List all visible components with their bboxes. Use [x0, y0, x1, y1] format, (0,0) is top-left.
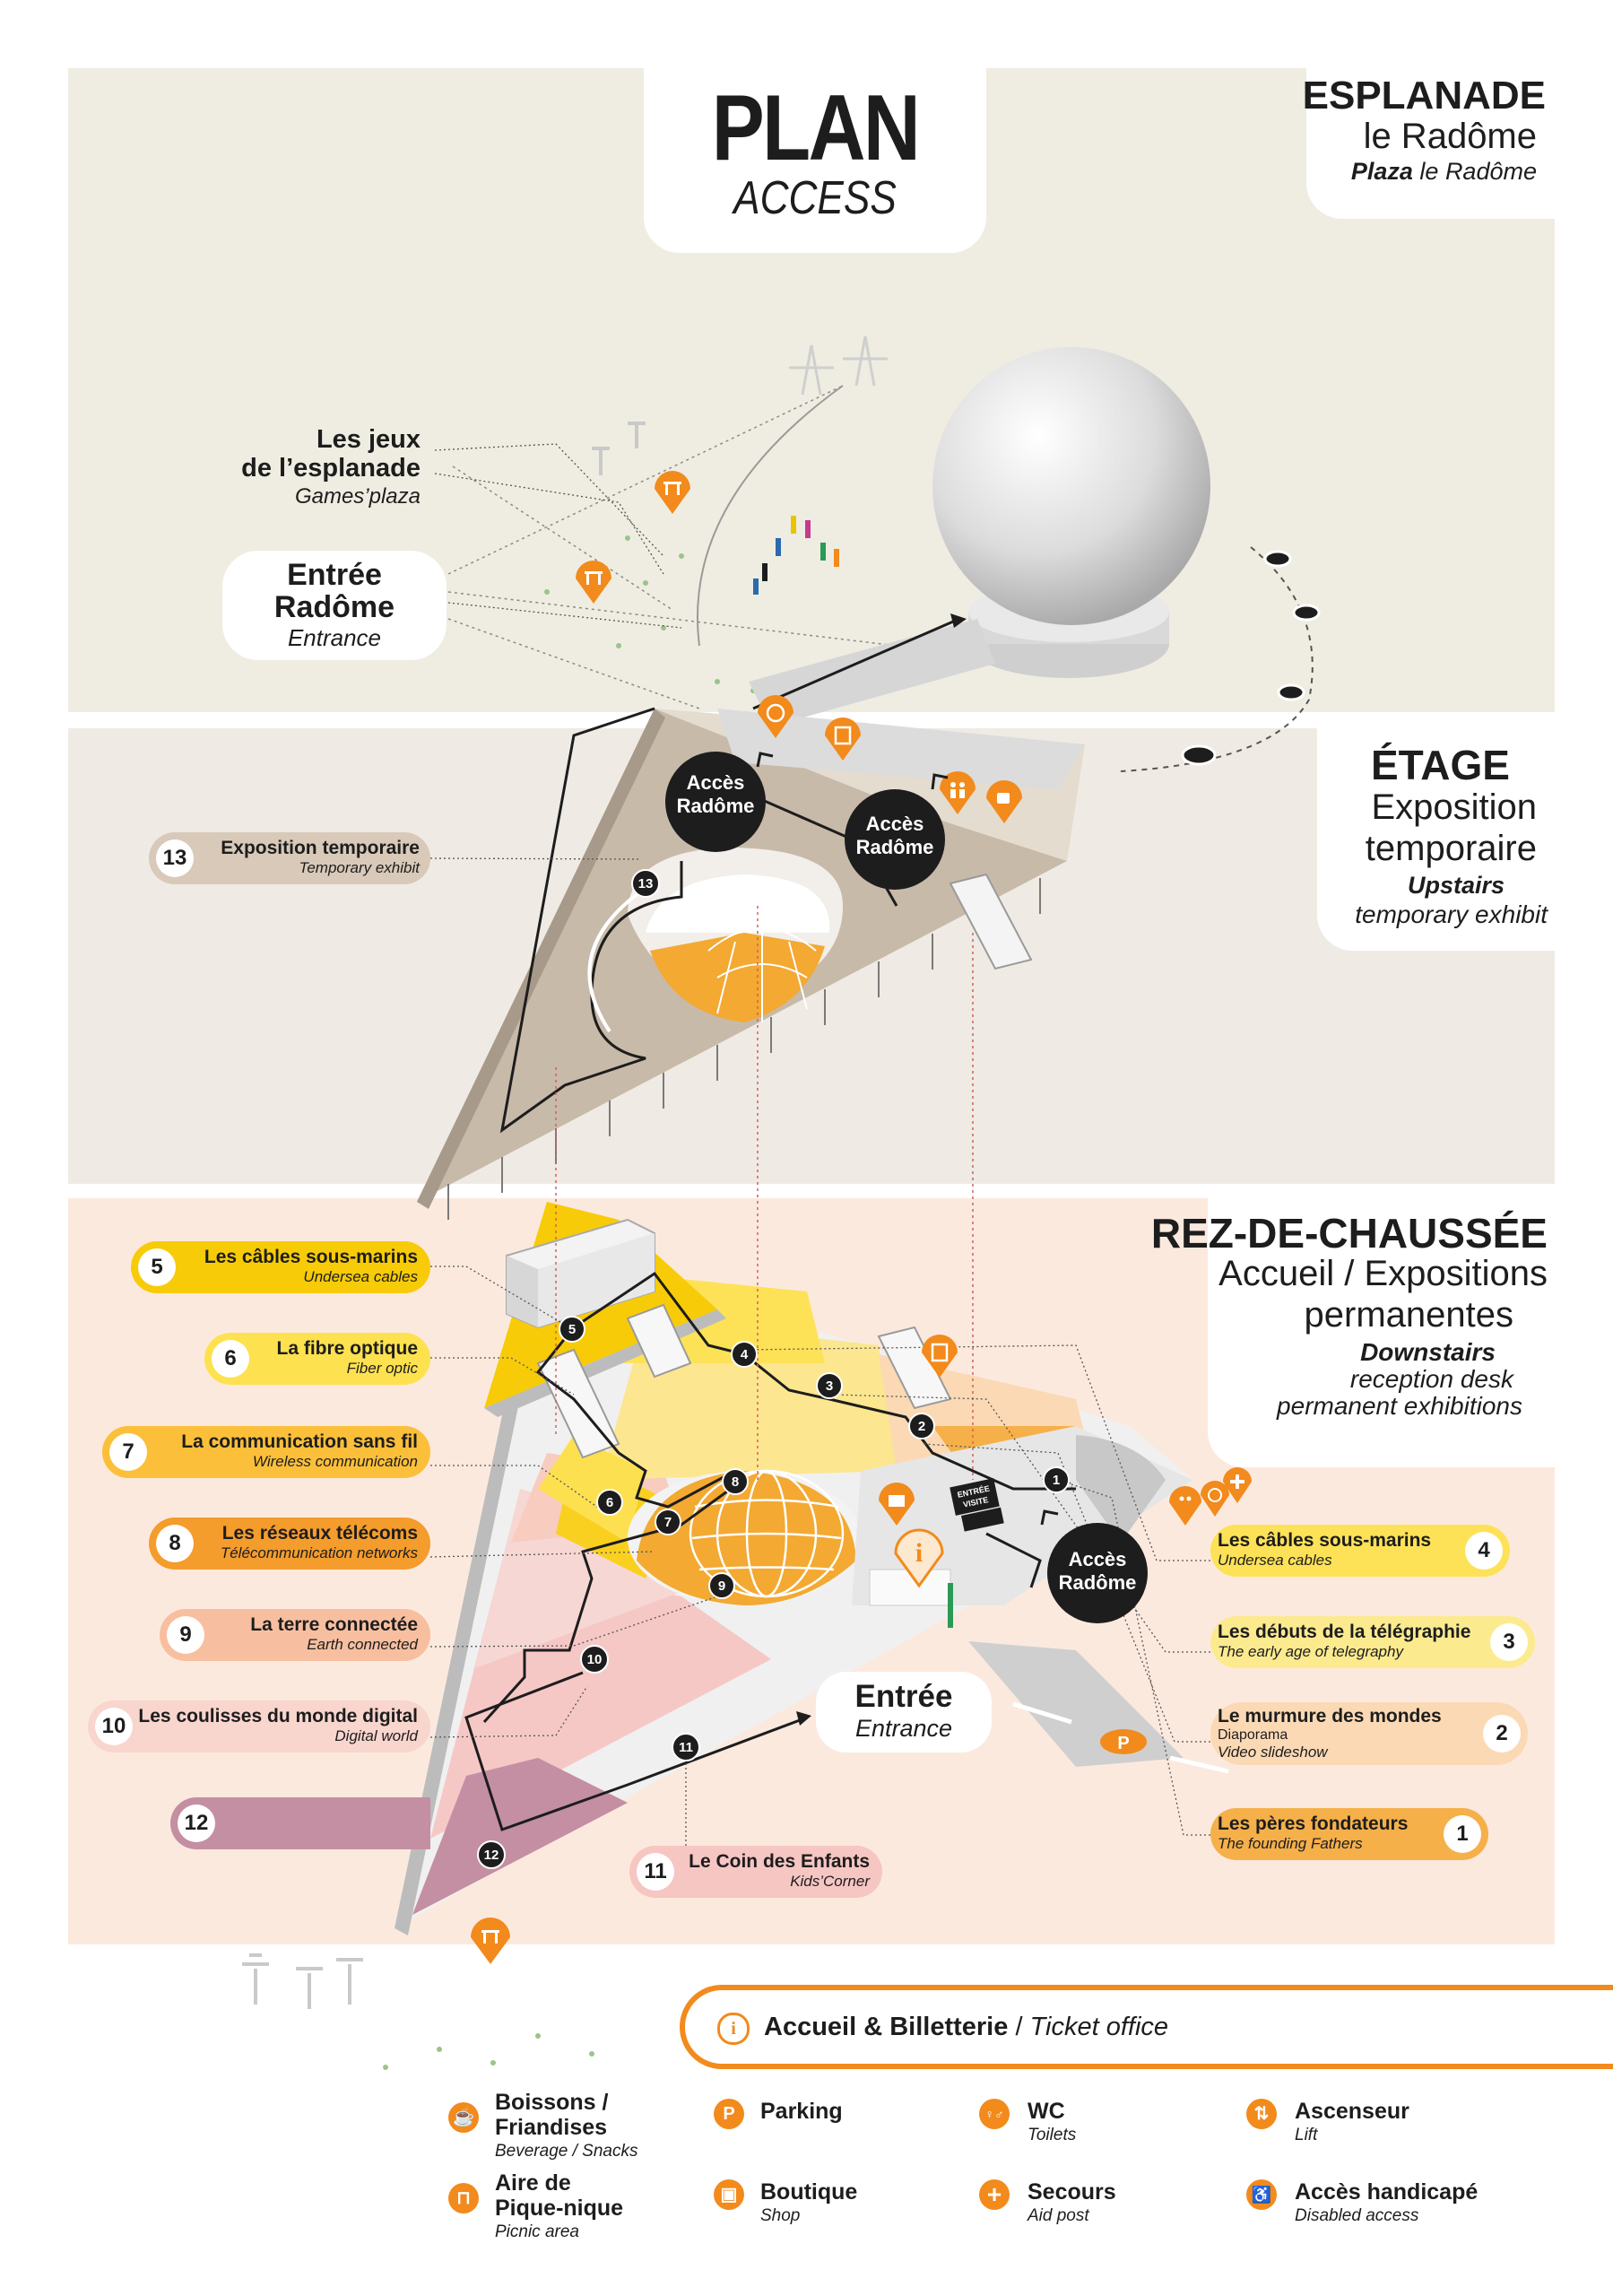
map-pins: i: [471, 471, 1252, 1964]
picnic-icon: ⊓: [448, 2183, 479, 2213]
entree-radome-en: Entrance: [287, 624, 382, 651]
svg-text:1: 1: [1053, 1473, 1060, 1488]
zone-6: [538, 1435, 646, 1543]
stop-1[interactable]: Les pères fondateurs The founding Father…: [1210, 1808, 1488, 1860]
svg-text:i: i: [915, 1538, 923, 1568]
radome-walkway: [749, 619, 995, 726]
svg-text:7: 7: [664, 1515, 672, 1530]
lift-icon: ⇅: [1246, 2099, 1277, 2129]
stop-4[interactable]: Les câbles sous-marins Undersea cables 4: [1210, 1525, 1510, 1577]
stop-13[interactable]: 13 Exposition temporaire Temporary exhib…: [149, 832, 430, 884]
page-subtitle: ACCESS: [733, 172, 897, 224]
parking-marker: P: [1012, 1701, 1229, 1774]
esplanade-title: ESPLANADE: [1302, 74, 1546, 117]
path-markers: [1181, 550, 1321, 766]
svg-text:13: 13: [638, 876, 654, 891]
route-markers: 1 2 3 4 5 6 7 8 9 10 11 12 13: [477, 869, 1070, 1869]
title-box: PLAN ACCESS: [644, 68, 986, 253]
esplanade-arc: [697, 385, 844, 647]
stop-12[interactable]: 12: [170, 1797, 430, 1849]
rdc-en-bold: Downstairs: [1360, 1338, 1496, 1366]
etage-en-rest: temporary exhibit: [1355, 900, 1548, 928]
jeux-label-en: Games’plaza: [294, 484, 421, 509]
acces-radome-3[interactable]: Accès Radôme: [1047, 1523, 1148, 1623]
rdc-en-line1: reception desk: [1349, 1365, 1513, 1393]
svg-text:12: 12: [484, 1848, 499, 1863]
stop-7[interactable]: 7 La communication sans fil Wireless com…: [102, 1426, 430, 1478]
entree-box[interactable]: Entrée Entrance: [816, 1672, 992, 1752]
etage-en-bold: Upstairs: [1407, 872, 1505, 899]
entree-l1: Entrée: [854, 1679, 953, 1714]
cup-icon: ☕: [448, 2102, 479, 2133]
etage-panel: ÉTAGE Exposition temporaire Upstairs tem…: [1317, 728, 1555, 951]
svg-text:6: 6: [606, 1495, 613, 1510]
jeux-label-l1: Les jeux: [316, 425, 421, 454]
entree-radome-l1: Entrée: [287, 558, 382, 592]
etage-title: ÉTAGE: [1370, 742, 1510, 788]
stop-9[interactable]: 9 La terre connectée Earth connected: [160, 1609, 430, 1661]
stop-6[interactable]: 6 La fibre optique Fiber optic: [204, 1333, 430, 1385]
parking-icon: P: [714, 2099, 744, 2129]
etage-line1: Exposition: [1371, 787, 1537, 827]
stop-10[interactable]: 10 Les coulisses du monde digital Digita…: [88, 1700, 430, 1752]
page-title: PLAN: [711, 76, 921, 180]
info-icon: i: [717, 2013, 750, 2045]
tree-icon: [242, 422, 646, 2009]
svg-text:10: 10: [587, 1652, 603, 1667]
svg-text:5: 5: [568, 1322, 576, 1337]
esplanade-en-bold: Plaza: [1350, 158, 1413, 185]
shop-icon: ▣: [714, 2179, 744, 2210]
acces-radome-1[interactable]: Accès Radôme: [665, 752, 766, 852]
ticket-office-label: Accueil & Billetterie / Ticket office: [764, 2013, 1169, 2041]
svg-text:11: 11: [679, 1740, 693, 1755]
ticket-pill: [680, 1985, 1613, 2069]
people-figures: [753, 516, 839, 595]
stop-3[interactable]: Les débuts de la télégraphie The early a…: [1210, 1616, 1535, 1668]
jeux-label-l2: de l’esplanade: [241, 454, 421, 483]
rdc-line2: permanentes: [1304, 1295, 1513, 1335]
stop-5[interactable]: 5 Les câbles sous-marins Undersea cables: [131, 1241, 430, 1293]
wc-icon: ♀♂: [979, 2099, 1010, 2129]
zone-12: [412, 1758, 628, 1915]
entree-radome-box: Entrée Radôme Entrance: [222, 551, 447, 660]
rdc-en-line2: permanent exhibitions: [1277, 1392, 1522, 1420]
etage-line2: temporaire: [1365, 829, 1537, 868]
entree-en: Entrance: [854, 1715, 953, 1742]
esplanade-panel: ESPLANADE le Radôme Plaza le Radôme: [1302, 68, 1555, 219]
radome-sphere: [932, 347, 1210, 625]
esplanade-paths: [447, 385, 898, 709]
esplanade-en-rest: le Radôme: [1419, 158, 1537, 185]
wheelchair-icon: ♿: [1246, 2179, 1277, 2210]
first-aid-icon: +: [979, 2179, 1010, 2210]
rdc-title: REZ-DE-CHAUSSÉE: [1150, 1210, 1548, 1257]
rdc-panel: REZ-DE-CHAUSSÉE Accueil / Expositions pe…: [1151, 1198, 1555, 1467]
svg-text:9: 9: [718, 1578, 725, 1594]
rdc-line1: Accueil / Expositions: [1218, 1254, 1548, 1293]
entree-radome-l2: Radôme: [273, 590, 395, 624]
svg-text:4: 4: [741, 1347, 749, 1362]
acces-radome-2[interactable]: Accès Radôme: [845, 789, 945, 890]
stop-11[interactable]: 11 Le Coin des Enfants Kids’Corner: [629, 1846, 882, 1898]
stop-8[interactable]: 8 Les réseaux télécoms Télécommunication…: [149, 1518, 430, 1570]
building-block: [506, 1218, 655, 1329]
pylon-icon: [789, 335, 888, 396]
svg-text:8: 8: [732, 1474, 739, 1490]
stop-2[interactable]: Le murmure des mondes Diaporama Video sl…: [1210, 1702, 1528, 1765]
svg-text:3: 3: [826, 1378, 833, 1394]
esplanade-subtitle: le Radôme: [1363, 117, 1537, 156]
svg-text:P: P: [1117, 1734, 1129, 1753]
svg-text:2: 2: [918, 1419, 925, 1434]
upper-stairs: [949, 873, 1033, 970]
